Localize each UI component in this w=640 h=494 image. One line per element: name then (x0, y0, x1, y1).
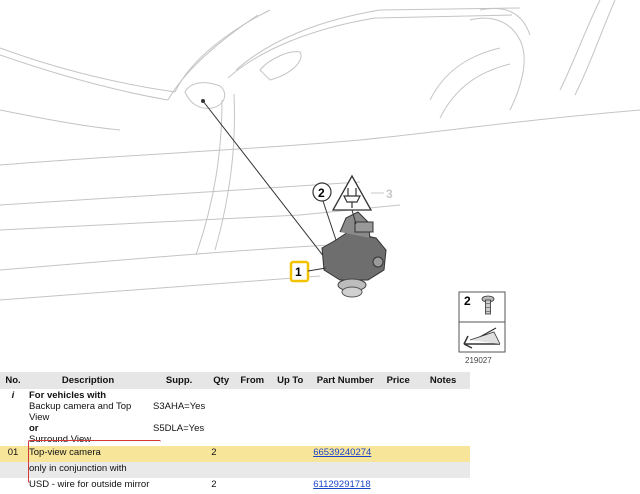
col-upto: Up To (270, 372, 311, 389)
info-row: i For vehicles with Backup camera and To… (0, 389, 470, 446)
col-from: From (234, 372, 271, 389)
col-part-number: Part Number (310, 372, 381, 389)
row-qty: 2 (208, 446, 235, 462)
table-header: No. Description Supp. Qty From Up To Par… (0, 372, 470, 389)
callout-1-label: 1 (295, 265, 302, 279)
callout-2[interactable]: 2 (312, 182, 337, 241)
info-supp-2: S5DLA=Yes (153, 423, 205, 434)
row-qty: 2 (211, 479, 217, 490)
col-description: Description (26, 372, 150, 389)
info-line-1: Backup camera and Top View (29, 401, 132, 423)
callout-1[interactable]: 1 (289, 260, 327, 283)
row-supp (150, 446, 209, 462)
col-notes: Notes (416, 372, 470, 389)
image-number: 219027 (465, 356, 492, 365)
col-no: No. (0, 372, 26, 389)
row-description: only in conjunction with (26, 462, 209, 478)
table-row: only in conjunction with (0, 462, 470, 478)
col-supp: Supp. (150, 372, 209, 389)
camera-part[interactable] (321, 211, 387, 298)
parts-diagram: 2 3 1 2 219027 (0, 0, 640, 365)
leader-line (202, 100, 329, 263)
callout-3[interactable]: 3 (371, 187, 393, 201)
callout-2-label: 2 (318, 186, 325, 200)
info-supp-1: S3AHA=Yes (153, 401, 206, 412)
legend-box: 2 219027 (458, 291, 506, 365)
car-outline (0, 0, 640, 301)
selection-bracket (28, 440, 161, 483)
part-number-link[interactable]: 66539240274 (313, 447, 372, 458)
connector-warning-icon (331, 174, 373, 225)
table-row[interactable]: 01 Top-view camera 2 66539240274 (0, 446, 470, 462)
row-no: 01 (0, 446, 26, 462)
part-number-link[interactable]: 61129291718 (313, 479, 371, 490)
legend-qty: 2 (464, 294, 471, 308)
info-title: For vehicles with (29, 390, 107, 401)
info-icon: i (11, 390, 15, 401)
arrow-in-box-icon (463, 327, 501, 349)
info-or: or (29, 423, 39, 434)
row-description: Top-view camera (26, 446, 150, 462)
screw-icon (481, 295, 495, 315)
callout-3-label: 3 (386, 187, 393, 201)
col-price: Price (380, 372, 417, 389)
row-no (0, 462, 26, 478)
row-no (0, 478, 26, 494)
row-qty (208, 462, 235, 478)
col-qty: Qty (208, 372, 235, 389)
info-line-2: Surround View (29, 434, 92, 445)
